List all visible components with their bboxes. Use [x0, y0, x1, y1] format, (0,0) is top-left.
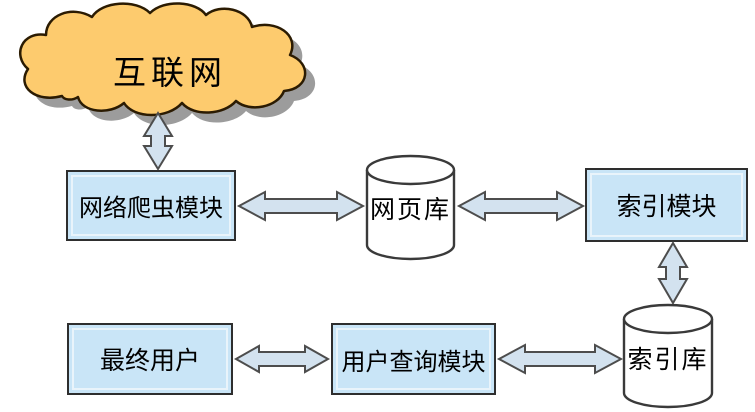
query-module-label: 用户查询模块: [341, 349, 486, 376]
end-user-label: 最终用户: [99, 348, 200, 375]
webpage-db-cylinder: [365, 154, 456, 261]
end-user-box: 最终用户: [67, 323, 233, 395]
index-module-label: 索引模块: [616, 194, 717, 221]
index-db-cylinder: [622, 303, 714, 409]
index-db-label: 索引库: [627, 347, 709, 374]
arrow-indexmodule-indexdb: [657, 241, 689, 305]
arrow-crawler-webpagedb: [236, 190, 366, 222]
arrow-internet-crawler: [142, 111, 174, 171]
arrow-enduser-querymodule: [233, 344, 331, 374]
internet-label: 互联网: [113, 56, 227, 92]
crawler-label: 网络爬虫模块: [79, 196, 223, 222]
crawler-box: 网络爬虫模块: [66, 170, 236, 241]
arrow-webpagedb-indexmodule: [456, 190, 586, 222]
query-module-box: 用户查询模块: [331, 323, 496, 395]
internet-cloud: [18, 2, 307, 117]
index-module-box: 索引模块: [585, 168, 748, 242]
webpage-db-label: 网页库: [369, 197, 451, 224]
arrow-querymodule-indexdb: [496, 343, 624, 375]
